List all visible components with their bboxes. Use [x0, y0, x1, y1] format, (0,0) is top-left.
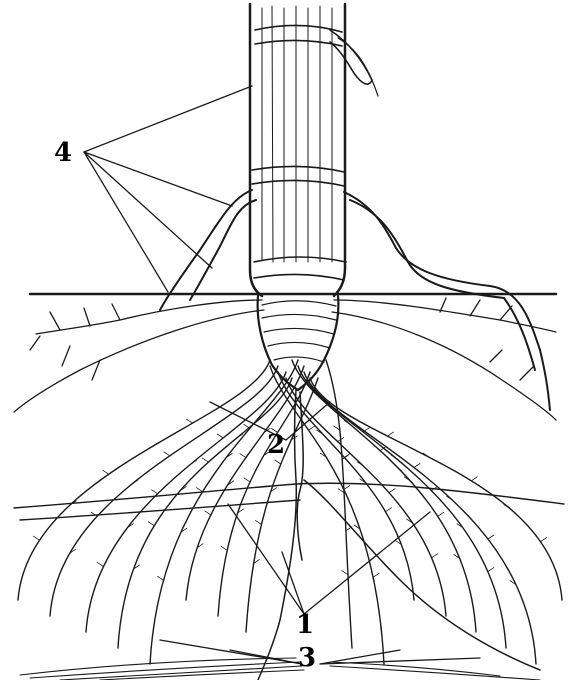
- root-hair: [207, 427, 213, 431]
- root-hair: [488, 535, 494, 539]
- label-1-primary-roots: 1: [296, 612, 314, 638]
- root-hair: [187, 419, 193, 423]
- root-hair: [103, 470, 109, 474]
- fibrous-roots: [18, 360, 562, 664]
- root-hair: [471, 477, 477, 481]
- root-hair: [309, 426, 315, 430]
- root-hair: [158, 576, 164, 580]
- root-hair: [414, 464, 420, 468]
- root-hair: [97, 562, 103, 566]
- root-crown: [258, 296, 339, 390]
- root-hair: [388, 432, 394, 436]
- root-hair: [164, 452, 170, 456]
- root-hair: [148, 522, 154, 526]
- root-hair: [391, 455, 397, 459]
- root-hair: [191, 460, 197, 464]
- fibrous-root: [298, 366, 506, 648]
- root-hair: [132, 480, 138, 484]
- label-3-root-tips: 3: [298, 645, 316, 671]
- root-hair: [344, 453, 350, 457]
- fibrous-root: [18, 360, 270, 600]
- root-hair: [342, 571, 348, 575]
- stem: [250, 4, 378, 296]
- fibrous-root: [86, 372, 286, 632]
- fibrous-root: [150, 360, 298, 664]
- root-hair: [221, 546, 227, 550]
- root-hair: [152, 490, 158, 494]
- horizontal-roots: [14, 483, 564, 520]
- root-hair: [373, 573, 379, 577]
- root-hair: [240, 454, 246, 458]
- fibrous-root: [286, 378, 446, 616]
- root-hair: [205, 511, 211, 515]
- root-tips: [20, 658, 540, 680]
- root-hair: [33, 536, 39, 540]
- root-hair: [346, 527, 352, 531]
- label-2-crown-roots: 2: [267, 432, 285, 458]
- root-hair: [389, 489, 395, 493]
- root-hair: [541, 538, 547, 542]
- root-hair: [344, 486, 350, 490]
- root-hair: [197, 488, 203, 492]
- root-hair: [151, 443, 157, 447]
- root-hair: [244, 478, 250, 482]
- pointer-lines: [84, 86, 480, 664]
- fibrous-root: [118, 378, 292, 648]
- root-hair: [488, 568, 494, 572]
- root-hair: [432, 554, 438, 558]
- fibrous-root: [270, 366, 384, 664]
- root-hair: [202, 458, 208, 462]
- root-hair: [217, 434, 223, 438]
- root-hair: [275, 460, 281, 464]
- root-hair: [256, 520, 262, 524]
- root-hair: [244, 424, 250, 428]
- root-hair: [438, 512, 444, 516]
- root-hair: [386, 508, 392, 512]
- label-4-brace-roots: 4: [54, 140, 72, 166]
